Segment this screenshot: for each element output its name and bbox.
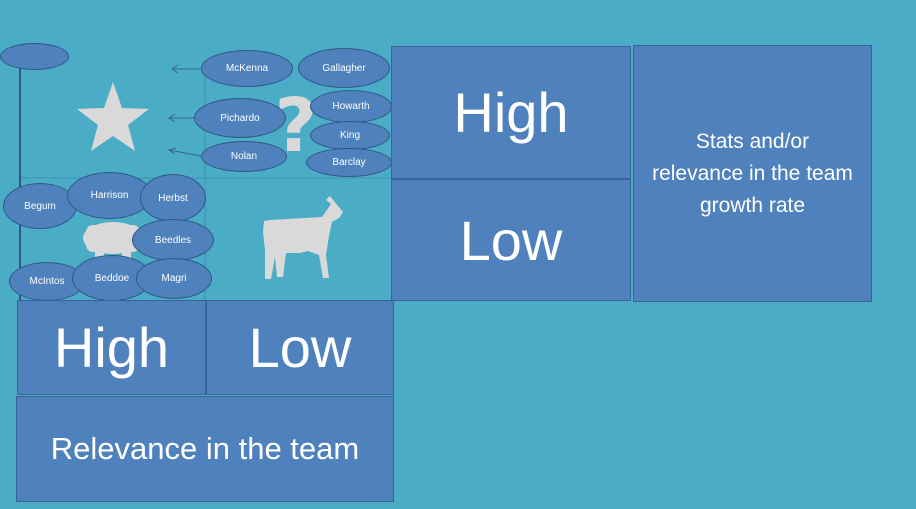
player-oval-barclay[interactable]: Barclay bbox=[306, 148, 392, 177]
arrows bbox=[167, 64, 202, 157]
axis-side-low-box: Low bbox=[391, 179, 631, 301]
player-oval-howarth[interactable]: Howarth bbox=[310, 90, 392, 123]
axis-label-vertical: Stats and/or relevance in the team growt… bbox=[633, 45, 872, 302]
axis-side-high-box: High bbox=[391, 46, 631, 179]
axis-top-oval bbox=[0, 43, 69, 70]
axis-top-high-box: High bbox=[17, 300, 206, 395]
arrow-mckenna bbox=[171, 64, 201, 74]
player-oval-pichardo[interactable]: Pichardo bbox=[194, 98, 286, 138]
player-oval-beedles[interactable]: Beedles bbox=[132, 219, 214, 261]
arrow-pichardo bbox=[168, 113, 196, 123]
axis-label-horizontal: Relevance in the team bbox=[16, 396, 394, 502]
dog-icon bbox=[263, 196, 343, 279]
arrow-nolan bbox=[167, 147, 202, 157]
axis-top-low-box: Low bbox=[206, 300, 394, 395]
player-oval-nolan[interactable]: Nolan bbox=[201, 141, 287, 172]
player-oval-magri[interactable]: Magri bbox=[136, 258, 212, 299]
player-oval-gallagher[interactable]: Gallagher bbox=[298, 48, 390, 88]
player-oval-herbst[interactable]: Herbst bbox=[140, 174, 206, 222]
player-oval-king[interactable]: King bbox=[310, 121, 390, 150]
star-icon bbox=[77, 82, 149, 151]
player-oval-mckenna[interactable]: McKenna bbox=[201, 50, 293, 87]
player-oval-begum[interactable]: Begum bbox=[3, 183, 77, 229]
